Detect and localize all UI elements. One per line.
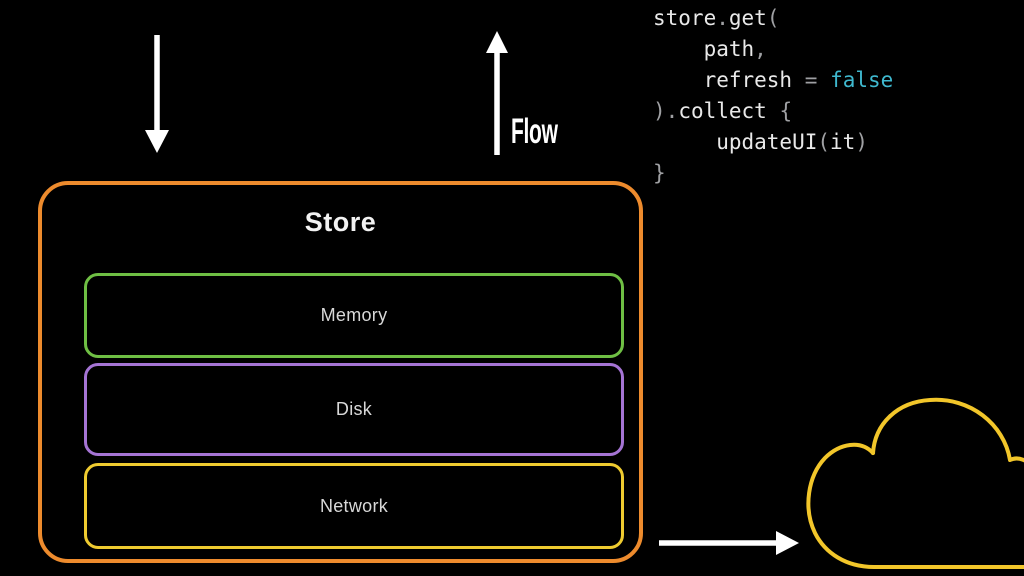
layer-network: Network [84,463,624,549]
store-box: Store Memory Disk Network [38,181,643,563]
code-snippet: store.get( path, refresh = false).collec… [653,6,894,185]
down-arrow-icon [145,35,169,153]
right-arrow-icon [659,531,799,555]
layer-memory: Memory [84,273,624,358]
layer-label: Memory [320,305,388,325]
flow-label: Flow [511,112,558,151]
up-arrow-icon [486,31,508,155]
layer-disk: Disk [84,363,624,456]
layer-label: Network [319,495,389,516]
cloud-outline-icon [806,397,1024,569]
store-title: Store [304,207,377,237]
layer-label: Disk [335,399,373,419]
